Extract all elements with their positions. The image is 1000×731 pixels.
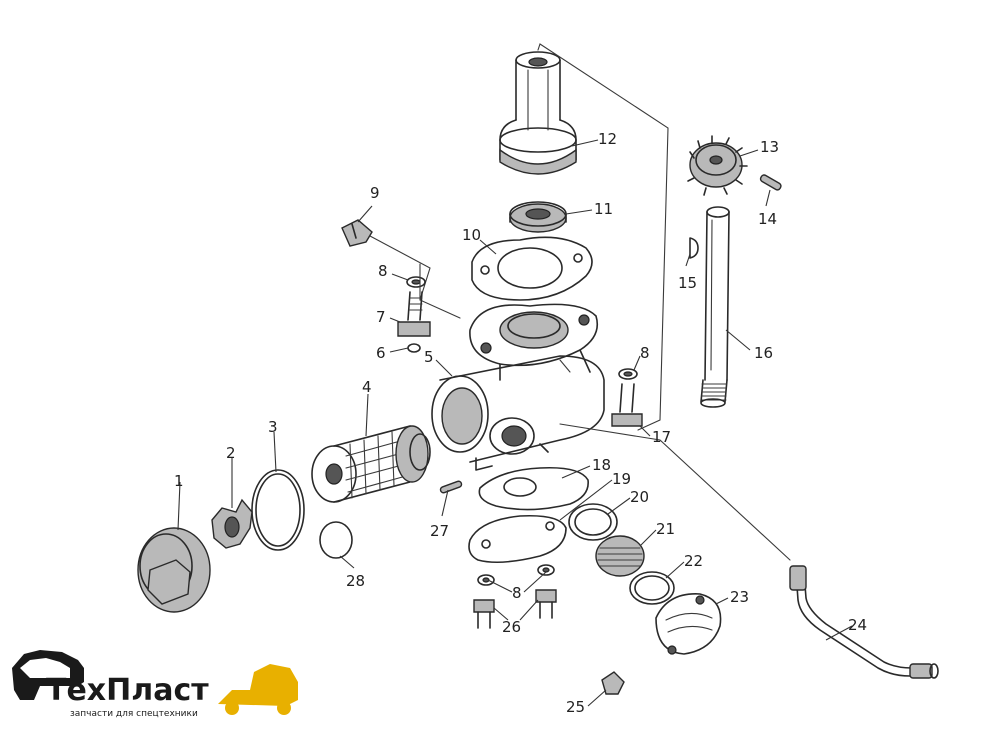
callout-3: 3 bbox=[268, 418, 278, 436]
part-27-pin bbox=[439, 480, 463, 494]
part-9-plug bbox=[341, 219, 373, 247]
callout-18: 18 bbox=[592, 456, 611, 474]
part-14-key bbox=[759, 174, 782, 191]
logo-tagline: запчасти для спецтехники bbox=[70, 709, 198, 719]
callout-22: 22 bbox=[684, 552, 703, 570]
part-8-washer-right bbox=[618, 368, 638, 380]
callout-10: 10 bbox=[462, 226, 481, 244]
part-21-filter-disc bbox=[595, 535, 645, 577]
callout-16: 16 bbox=[754, 344, 773, 362]
part-5-housing bbox=[419, 263, 605, 471]
callout-8-right: 8 bbox=[640, 344, 650, 362]
part-2-lock-washer bbox=[211, 498, 253, 549]
callout-1: 1 bbox=[174, 472, 184, 490]
callout-12: 12 bbox=[598, 130, 617, 148]
callout-20: 20 bbox=[630, 488, 649, 506]
part-7-bolt bbox=[397, 291, 431, 337]
part-8-washer-upper bbox=[406, 276, 426, 288]
callout-13: 13 bbox=[760, 138, 779, 156]
callout-19: 19 bbox=[612, 470, 631, 488]
callout-27: 27 bbox=[430, 522, 449, 540]
part-22-ring bbox=[629, 571, 675, 605]
callout-17: 17 bbox=[652, 428, 671, 446]
callout-9: 9 bbox=[370, 184, 380, 202]
part-25-fitting bbox=[601, 671, 625, 695]
callout-6: 6 bbox=[376, 344, 386, 362]
callout-8-upper: 8 bbox=[378, 262, 388, 280]
leader-lines bbox=[177, 139, 853, 707]
callout-15: 15 bbox=[678, 274, 697, 292]
part-20-ring bbox=[568, 503, 618, 541]
part-11-bearing bbox=[509, 201, 567, 233]
callout-14: 14 bbox=[758, 210, 777, 228]
callout-4: 4 bbox=[362, 378, 372, 396]
logo-name: ТехПласт bbox=[46, 673, 209, 708]
callout-5: 5 bbox=[424, 348, 434, 366]
part-4-filter bbox=[311, 425, 431, 503]
part-13-gear bbox=[687, 135, 748, 196]
callout-11: 11 bbox=[594, 200, 613, 218]
callout-labels: 1 2 3 4 5 6 7 8 9 10 11 12 13 14 15 16 8… bbox=[174, 130, 867, 716]
loader-icon bbox=[218, 664, 298, 706]
techplast-logo: ТехПласт запчасти для спецтехники bbox=[12, 650, 298, 719]
part-26-bolts bbox=[473, 589, 557, 629]
callout-25: 25 bbox=[566, 698, 585, 716]
part-1-cap bbox=[137, 527, 211, 613]
part-10-gasket bbox=[471, 236, 593, 301]
callout-28: 28 bbox=[346, 572, 365, 590]
part-6-ring bbox=[407, 343, 421, 353]
part-23-cover bbox=[655, 593, 722, 655]
callout-7: 7 bbox=[376, 308, 386, 326]
part-19-cover-plate bbox=[468, 514, 567, 564]
callout-23: 23 bbox=[730, 588, 749, 606]
part-28-small-ring bbox=[319, 521, 353, 559]
part-16-shaft bbox=[700, 206, 730, 408]
part-17-bolt bbox=[611, 383, 643, 427]
callout-21: 21 bbox=[656, 520, 675, 538]
callout-8-lower: 8 bbox=[512, 584, 522, 602]
callout-26: 26 bbox=[502, 618, 521, 636]
part-12-shaft-sleeve bbox=[499, 51, 577, 175]
part-24-tube bbox=[559, 423, 939, 679]
part-15-woodruff-key bbox=[689, 237, 699, 259]
callout-2: 2 bbox=[226, 444, 236, 462]
assembly-guide-line bbox=[537, 43, 669, 431]
part-18-flange-gasket bbox=[478, 466, 589, 511]
part-3-o-ring bbox=[251, 469, 305, 551]
callout-24: 24 bbox=[848, 616, 867, 634]
